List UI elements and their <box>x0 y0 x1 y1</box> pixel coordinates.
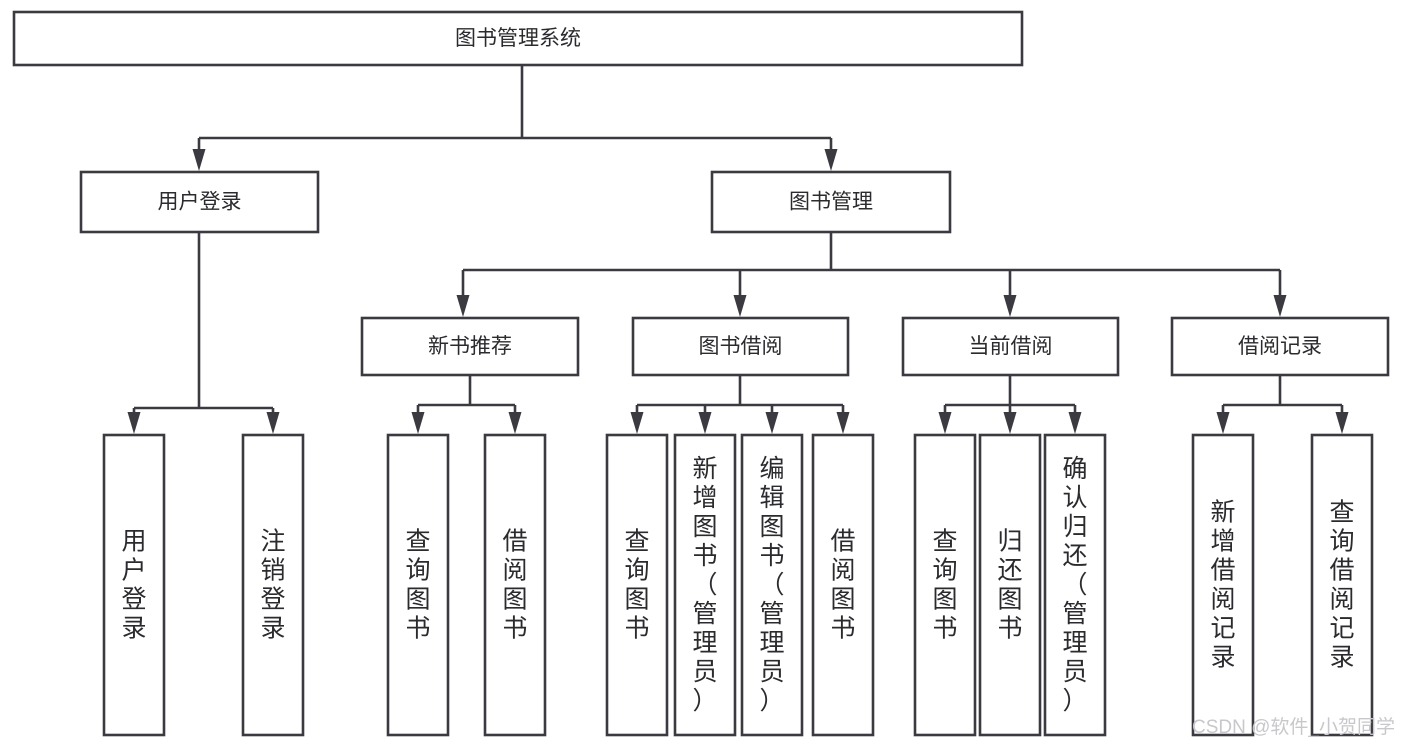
node-user-login[interactable]: 用户登录 <box>79 170 320 234</box>
connector-borrow-record <box>1216 375 1349 434</box>
node-box-leaf-borrow-book[interactable] <box>811 433 875 737</box>
node-leaf-query-book-borrow[interactable]: 查询图书 <box>605 433 669 737</box>
node-box-leaf-return-book[interactable] <box>978 433 1042 737</box>
node-label-book-manage: 图书管理 <box>789 191 873 214</box>
node-label-leaf-user-login: 用户登录 <box>121 528 146 643</box>
node-new-book-recommend[interactable]: 新书推荐 <box>360 316 580 377</box>
node-box-new-book-recommend[interactable] <box>360 316 580 377</box>
node-box-leaf-user-login[interactable] <box>102 433 166 737</box>
node-box-leaf-confirm-return-admin[interactable] <box>1043 433 1107 737</box>
node-leaf-confirm-return-admin[interactable]: 确认归还（管理员） <box>1043 433 1107 737</box>
node-label-leaf-query-book-current: 查询图书 <box>932 528 957 643</box>
node-leaf-query-borrow-record[interactable]: 查询借阅记录 <box>1310 433 1374 737</box>
connector-layer <box>127 65 1349 434</box>
node-label-leaf-confirm-return-admin: 确认归还（管理员） <box>1062 455 1087 715</box>
node-box-leaf-add-borrow-record[interactable] <box>1191 433 1255 737</box>
node-leaf-add-borrow-record[interactable]: 新增借阅记录 <box>1191 433 1255 737</box>
node-label-leaf-return-book: 归还图书 <box>997 528 1022 643</box>
node-box-leaf-edit-book-admin[interactable] <box>740 433 804 737</box>
connector-book-borrow <box>630 375 850 434</box>
node-label-user-login: 用户登录 <box>158 191 242 214</box>
node-leaf-add-book-admin[interactable]: 新增图书（管理员） <box>673 433 737 737</box>
watermark-label: CSDN @软件_小贺同学 <box>1192 716 1395 738</box>
node-box-current-borrow[interactable] <box>901 316 1120 377</box>
node-label-leaf-logout-login: 注销登录 <box>260 528 285 643</box>
node-box-borrow-record[interactable] <box>1170 316 1390 377</box>
node-label-leaf-query-book-recommend: 查询图书 <box>405 528 430 643</box>
connector-new-book-recommend <box>411 375 522 434</box>
node-box-book-borrow[interactable] <box>631 316 850 377</box>
node-book-manage[interactable]: 图书管理 <box>710 170 952 234</box>
node-label-book-borrow: 图书借阅 <box>699 335 783 358</box>
node-box-user-login[interactable] <box>79 170 320 234</box>
node-label-leaf-add-borrow-record: 新增借阅记录 <box>1210 499 1235 672</box>
node-leaf-user-login[interactable]: 用户登录 <box>102 433 166 737</box>
connector-book-manage <box>456 232 1287 317</box>
node-label-leaf-query-book-borrow: 查询图书 <box>624 528 649 643</box>
connector-user-login <box>127 232 280 434</box>
node-label-root: 图书管理系统 <box>455 27 581 50</box>
node-book-borrow[interactable]: 图书借阅 <box>631 316 850 377</box>
connector-root <box>192 65 838 171</box>
node-box-leaf-query-book-borrow[interactable] <box>605 433 669 737</box>
connector-current-borrow <box>938 375 1082 434</box>
node-label-current-borrow: 当前借阅 <box>969 335 1053 358</box>
node-label-leaf-add-book-admin: 新增图书（管理员） <box>692 455 717 715</box>
node-box-leaf-query-book-current[interactable] <box>913 433 977 737</box>
node-leaf-edit-book-admin[interactable]: 编辑图书（管理员） <box>740 433 804 737</box>
node-borrow-record[interactable]: 借阅记录 <box>1170 316 1390 377</box>
node-label-leaf-borrow-book: 借阅图书 <box>830 528 855 643</box>
node-label-leaf-query-borrow-record: 查询借阅记录 <box>1329 499 1354 672</box>
node-leaf-query-book-recommend[interactable]: 查询图书 <box>386 433 450 737</box>
node-label-leaf-edit-book-admin: 编辑图书（管理员） <box>759 455 784 715</box>
node-label-borrow-record: 借阅记录 <box>1238 335 1322 358</box>
node-box-leaf-borrow-book-recommend[interactable] <box>483 433 547 737</box>
node-leaf-return-book[interactable]: 归还图书 <box>978 433 1042 737</box>
node-label-leaf-borrow-book-recommend: 借阅图书 <box>502 528 527 643</box>
node-current-borrow[interactable]: 当前借阅 <box>901 316 1120 377</box>
node-label-new-book-recommend: 新书推荐 <box>428 335 512 358</box>
node-box-book-manage[interactable] <box>710 170 952 234</box>
node-leaf-borrow-book[interactable]: 借阅图书 <box>811 433 875 737</box>
node-box-root[interactable] <box>12 10 1024 67</box>
node-box-leaf-add-book-admin[interactable] <box>673 433 737 737</box>
node-box-leaf-logout-login[interactable] <box>241 433 305 737</box>
node-leaf-query-book-current[interactable]: 查询图书 <box>913 433 977 737</box>
node-leaf-logout-login[interactable]: 注销登录 <box>241 433 305 737</box>
node-box-leaf-query-borrow-record[interactable] <box>1310 433 1374 737</box>
node-box-leaf-query-book-recommend[interactable] <box>386 433 450 737</box>
node-root[interactable]: 图书管理系统 <box>12 10 1024 67</box>
node-layer: 图书管理系统用户登录图书管理新书推荐图书借阅当前借阅借阅记录用户登录注销登录查询… <box>12 10 1390 737</box>
node-leaf-borrow-book-recommend[interactable]: 借阅图书 <box>483 433 547 737</box>
